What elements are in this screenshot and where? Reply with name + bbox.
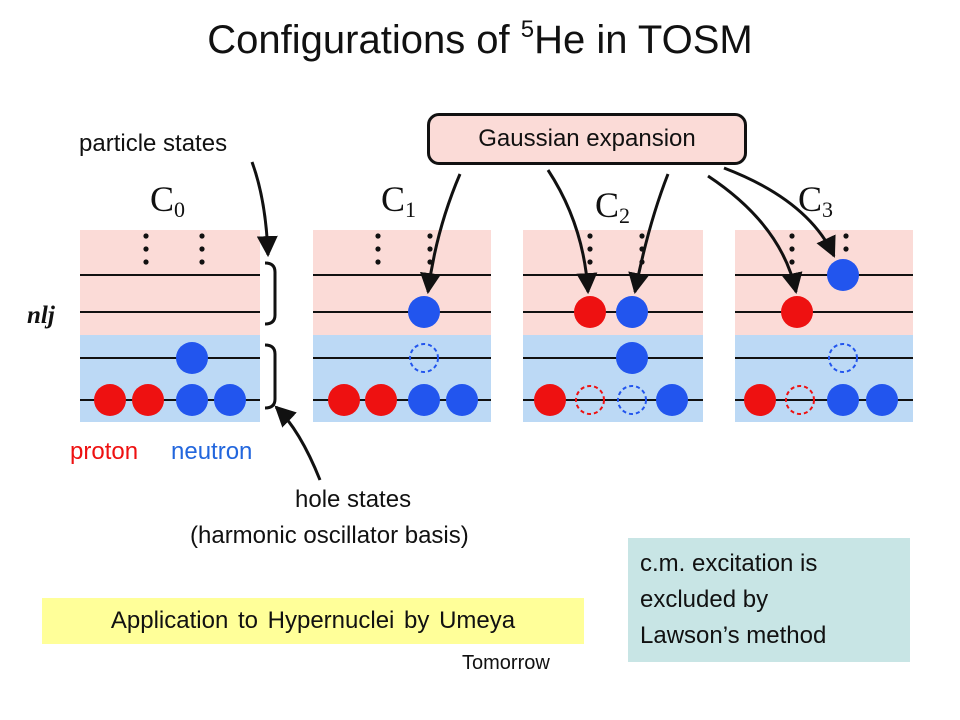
proton-legend-label: proton [70, 438, 139, 465]
config-letter: C [595, 185, 620, 225]
particle-region [80, 230, 260, 335]
config-label-c2: C2 [595, 184, 631, 228]
neutron-filled [616, 342, 648, 374]
neutron-filled [176, 342, 208, 374]
config-letter: C [381, 179, 406, 219]
ellipsis-dots [143, 233, 205, 265]
cm-note-line1: c.m. excitation is [640, 550, 818, 577]
neutron-hole [617, 385, 647, 415]
gauss-arrow-c1 [420, 173, 462, 295]
neutron-filled [446, 384, 478, 416]
config-index: 0 [174, 197, 186, 222]
gauss-arrow-c2-proton [546, 169, 598, 295]
particle-region [523, 230, 703, 335]
neutron-legend-label: neutron [171, 438, 253, 465]
panel-c2 [523, 230, 703, 422]
proton-filled [574, 296, 606, 328]
ellipsis-dots [375, 233, 433, 265]
config-letter: C [798, 179, 823, 219]
cm-note-line3: Lawson’s method [640, 622, 827, 649]
proton-filled [534, 384, 566, 416]
config-index: 2 [619, 203, 631, 228]
panel-c1 [313, 230, 491, 422]
neutron-filled [408, 384, 440, 416]
particle-states-label: particle states [79, 130, 228, 157]
application-note: Application to Hypernuclei by Umeya [42, 598, 584, 644]
neutron-filled [656, 384, 688, 416]
particle-states-arrow [250, 161, 278, 258]
proton-filled [94, 384, 126, 416]
proton-hole [785, 385, 815, 415]
particle-bracket [264, 261, 277, 326]
proton-filled [365, 384, 397, 416]
gauss-arrow-c3-proton [707, 174, 803, 295]
neutron-filled [214, 384, 246, 416]
panel-c3 [735, 230, 913, 422]
nlj-label: nlj [27, 302, 55, 329]
particle-region [735, 230, 913, 335]
config-label-c1: C1 [381, 178, 417, 222]
title-prefix: Configurations of [207, 18, 521, 62]
config-label-c0: C0 [150, 178, 186, 222]
cm-note-line2: excluded by [640, 586, 769, 613]
proton-filled [328, 384, 360, 416]
page-title: Configurations of 5He in TOSM [0, 15, 960, 63]
gaussian-expansion-box: Gaussian expansion [427, 113, 747, 165]
particle-region [313, 230, 491, 335]
hole-bracket [264, 343, 277, 410]
neutron-filled [408, 296, 440, 328]
gauss-arrow-c3-neutron [723, 166, 836, 258]
config-index: 3 [822, 197, 834, 222]
proton-filled [132, 384, 164, 416]
neutron-hole [409, 343, 439, 373]
neutron-filled [866, 384, 898, 416]
tomorrow-note: Tomorrow [462, 652, 550, 674]
cm-excitation-note: c.m. excitation is excluded by Lawson’s … [628, 538, 910, 662]
neutron-filled [176, 384, 208, 416]
neutron-filled [616, 296, 648, 328]
neutron-hole [828, 343, 858, 373]
proton-filled [744, 384, 776, 416]
hole-states-arrow [274, 405, 322, 481]
gauss-arrow-c2-neutron [628, 173, 670, 295]
config-label-c3: C3 [798, 178, 834, 222]
hole-states-label: hole states [295, 486, 412, 513]
title-rest: He in TOSM [534, 18, 753, 62]
proton-filled [781, 296, 813, 328]
hole-states-basis-label: (harmonic oscillator basis) [190, 522, 469, 549]
config-index: 1 [405, 197, 417, 222]
title-mass-number: 5 [520, 15, 535, 43]
neutron-filled [827, 259, 859, 291]
neutron-filled [827, 384, 859, 416]
panel-c0 [80, 230, 260, 422]
config-letter: C [150, 179, 175, 219]
proton-hole [575, 385, 605, 415]
